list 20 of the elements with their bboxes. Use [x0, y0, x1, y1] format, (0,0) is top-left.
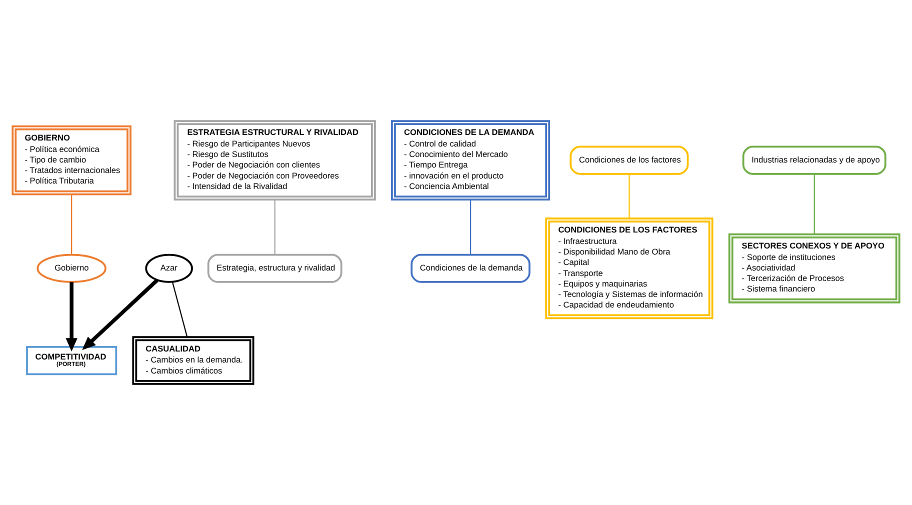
- node-box: ESTRATEGIA ESTRUCTURAL Y RIVALIDAD - Riesgo de Participantes Nuevos - Riesgo de Sustitutos - Poder de Negociación con clientes - Poder de Negociación con Proveedores - Intensidad de la Rivalidad: [174, 120, 376, 201]
- node-ellipse: Azar: [145, 254, 193, 283]
- node-box: Industrias relacionadas y de apoyo: [742, 146, 886, 175]
- arrow: [66, 282, 78, 352]
- connector: [274, 200, 276, 255]
- node-box: Estrategia, estructura y rivalidad: [207, 254, 342, 283]
- arrow: [82, 278, 159, 350]
- connector: [172, 282, 188, 338]
- connector: [71, 194, 72, 255]
- node-box: Condiciones de la demanda: [410, 254, 530, 283]
- connector: [470, 200, 472, 255]
- node-box: SECTORES CONEXOS Y DE APOYO - Soporte de instituciones - Asociatividad - Tercerización de Procesos - Sistema financiero: [728, 233, 900, 304]
- node-box: GOBIERNO - Política económica - Tipo de cambio - Tratados internacionales - Política Tributaria: [12, 125, 132, 196]
- node-ellipse: Gobierno: [36, 254, 106, 283]
- node-box: CONDICIONES DE LOS FACTORES - Infraestructura - Disponibilidad Mano de Obra - Capital - Transporte - Equipos y maquinarias - Tecnología y Sistemas de información - Capacidad de endeudamiento: [545, 218, 714, 320]
- connector: [814, 174, 815, 234]
- node-box: Condiciones de los factores: [570, 146, 689, 175]
- connector: [628, 174, 630, 218]
- node-box: CASUALIDAD - Cambios en la demanda. - Cambios climáticos: [132, 336, 254, 385]
- node-box: CONDICIONES DE LA DEMANDA - Control de calidad - Conocimiento del Mercado - Tiempo Entrega - innovación en el producto - Conciencia Ambiental: [391, 120, 550, 201]
